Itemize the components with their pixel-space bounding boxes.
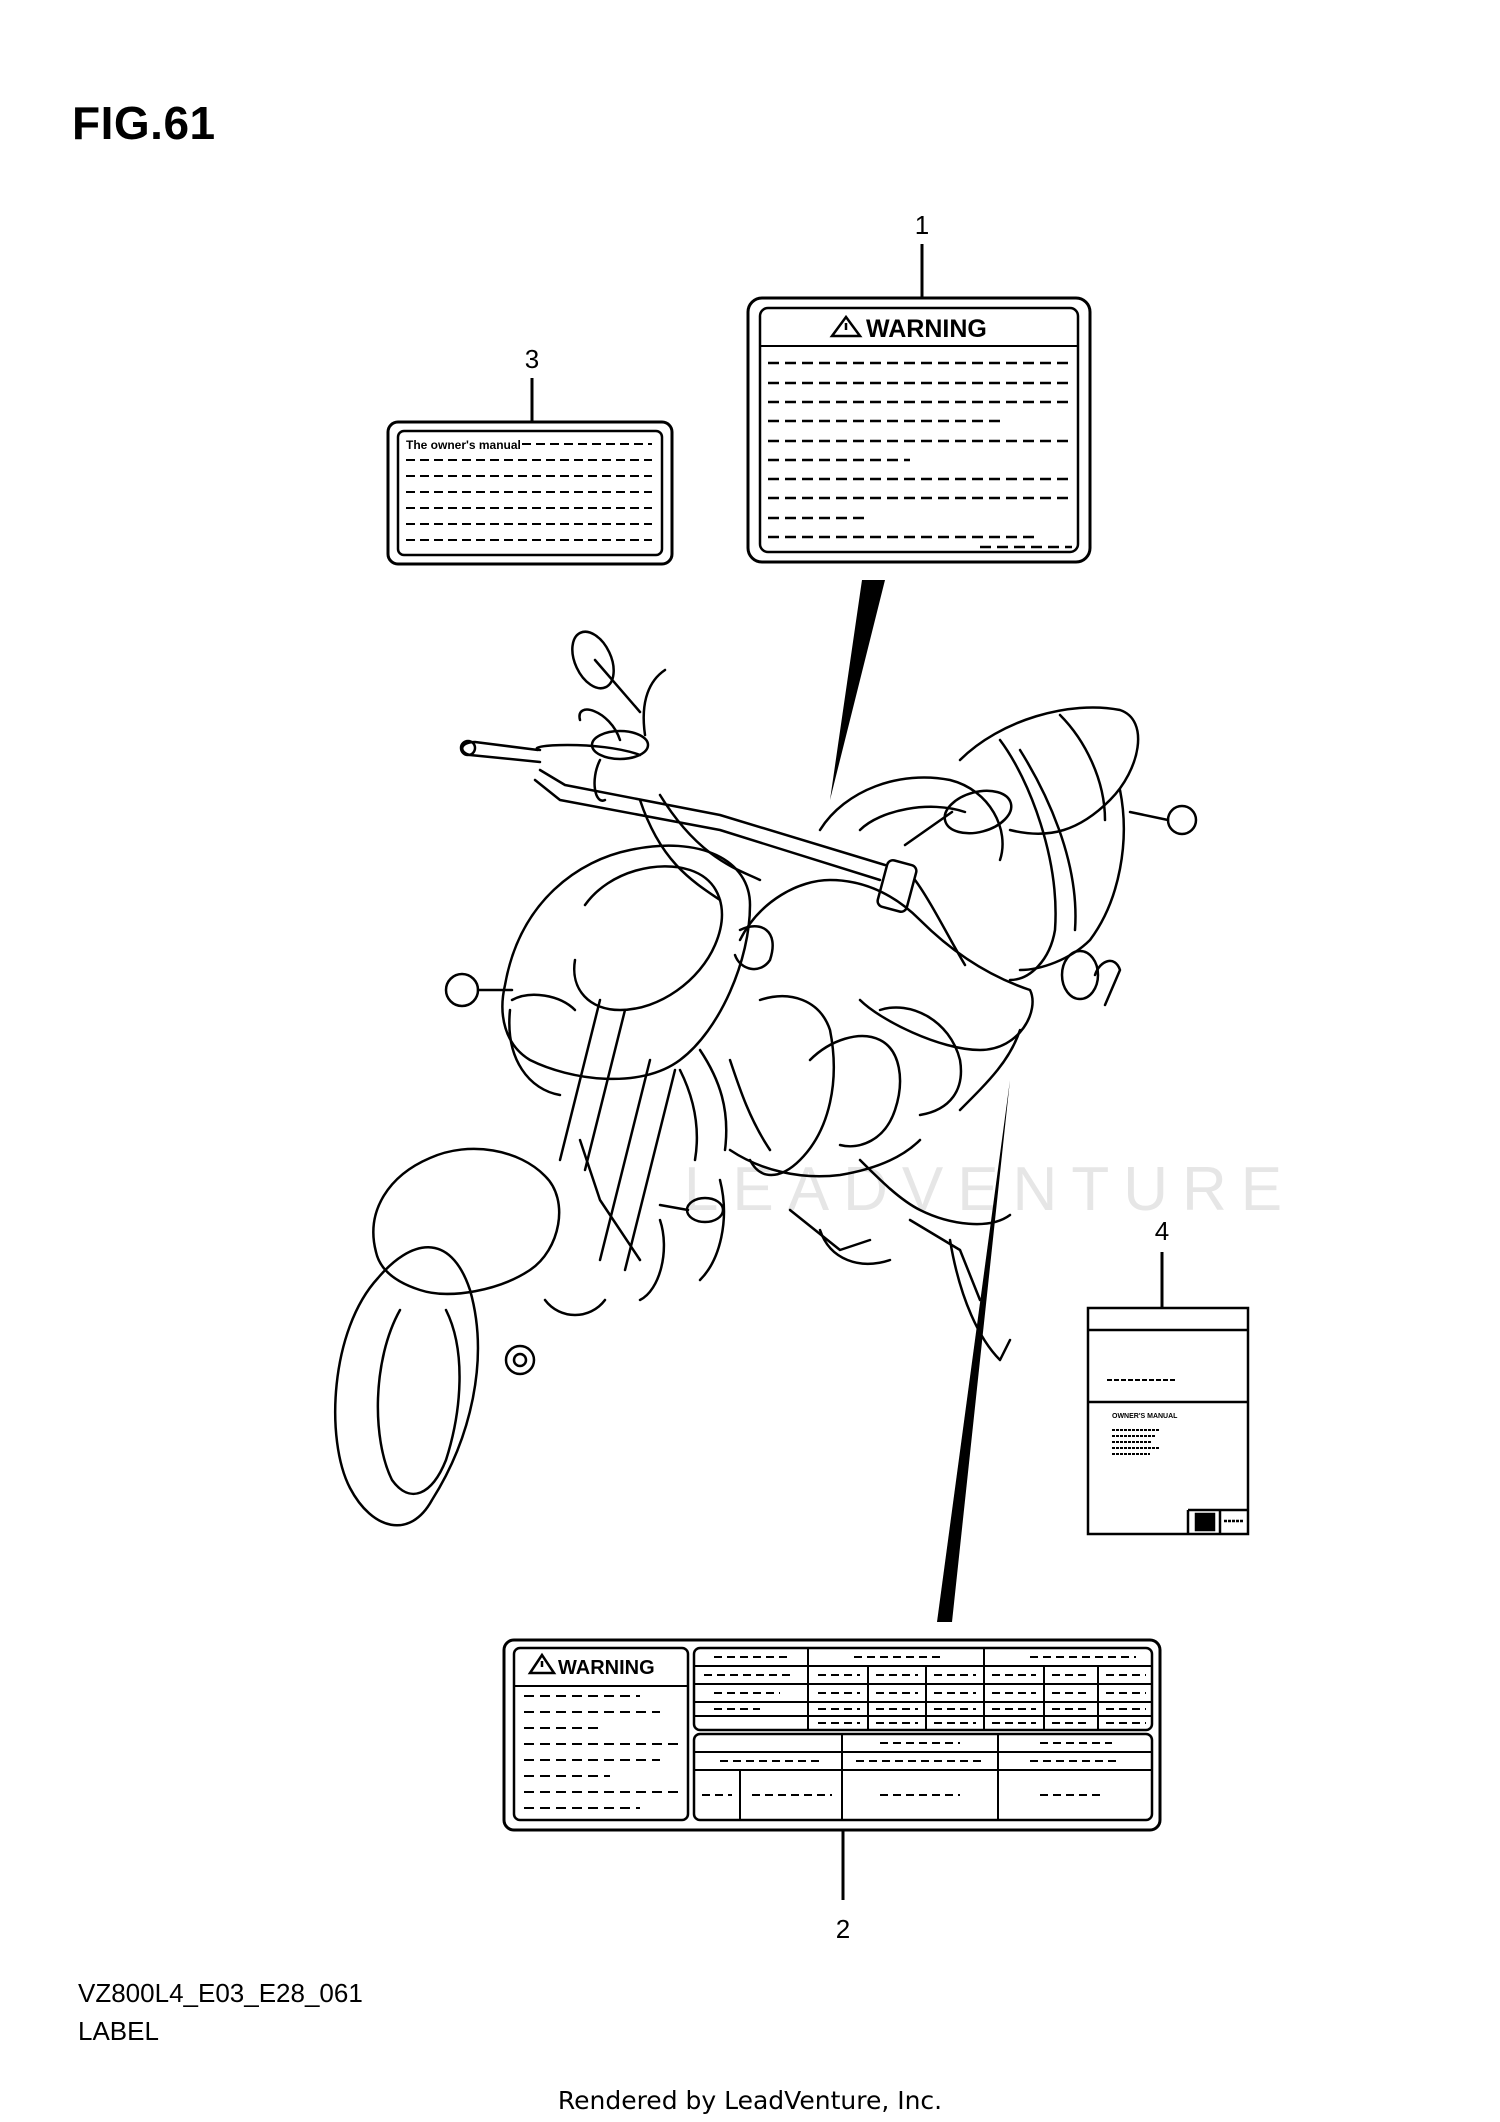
part-4-booklet-title: OWNER'S MANUAL (1112, 1413, 1178, 1420)
motorcycle-illustration (333, 630, 1198, 1527)
model-code: VZ800L4_E03_E28_061 (78, 1978, 363, 2008)
figure-title: FIG.61 (72, 97, 216, 149)
section-name: LABEL (78, 2016, 159, 2046)
part-2-information-label[interactable] (502, 1638, 1162, 1832)
pointer-wedge-label-1 (830, 580, 885, 800)
callout-1-number[interactable]: 1 (915, 210, 929, 240)
part-4-owners-manual-booklet[interactable] (1086, 1306, 1250, 1536)
part-1-warning-heading: WARNING (866, 315, 987, 343)
part-3-owners-manual-label[interactable] (386, 420, 674, 566)
callout-4-number[interactable]: 4 (1155, 1216, 1169, 1246)
part-1-warning-label[interactable] (746, 296, 1092, 564)
pointer-wedge-label-2 (937, 1080, 1010, 1622)
part-3-owners-manual-text: The owner's manual (406, 438, 521, 452)
watermark-text: LEADVENTURE (684, 1155, 1296, 1224)
callout-3-number[interactable]: 3 (525, 344, 539, 374)
part-2-warning-heading: WARNING (558, 1657, 655, 1679)
rendered-by-footer: Rendered by LeadVenture, Inc. (557, 2086, 943, 2115)
callout-2-number[interactable]: 2 (836, 1914, 850, 1944)
